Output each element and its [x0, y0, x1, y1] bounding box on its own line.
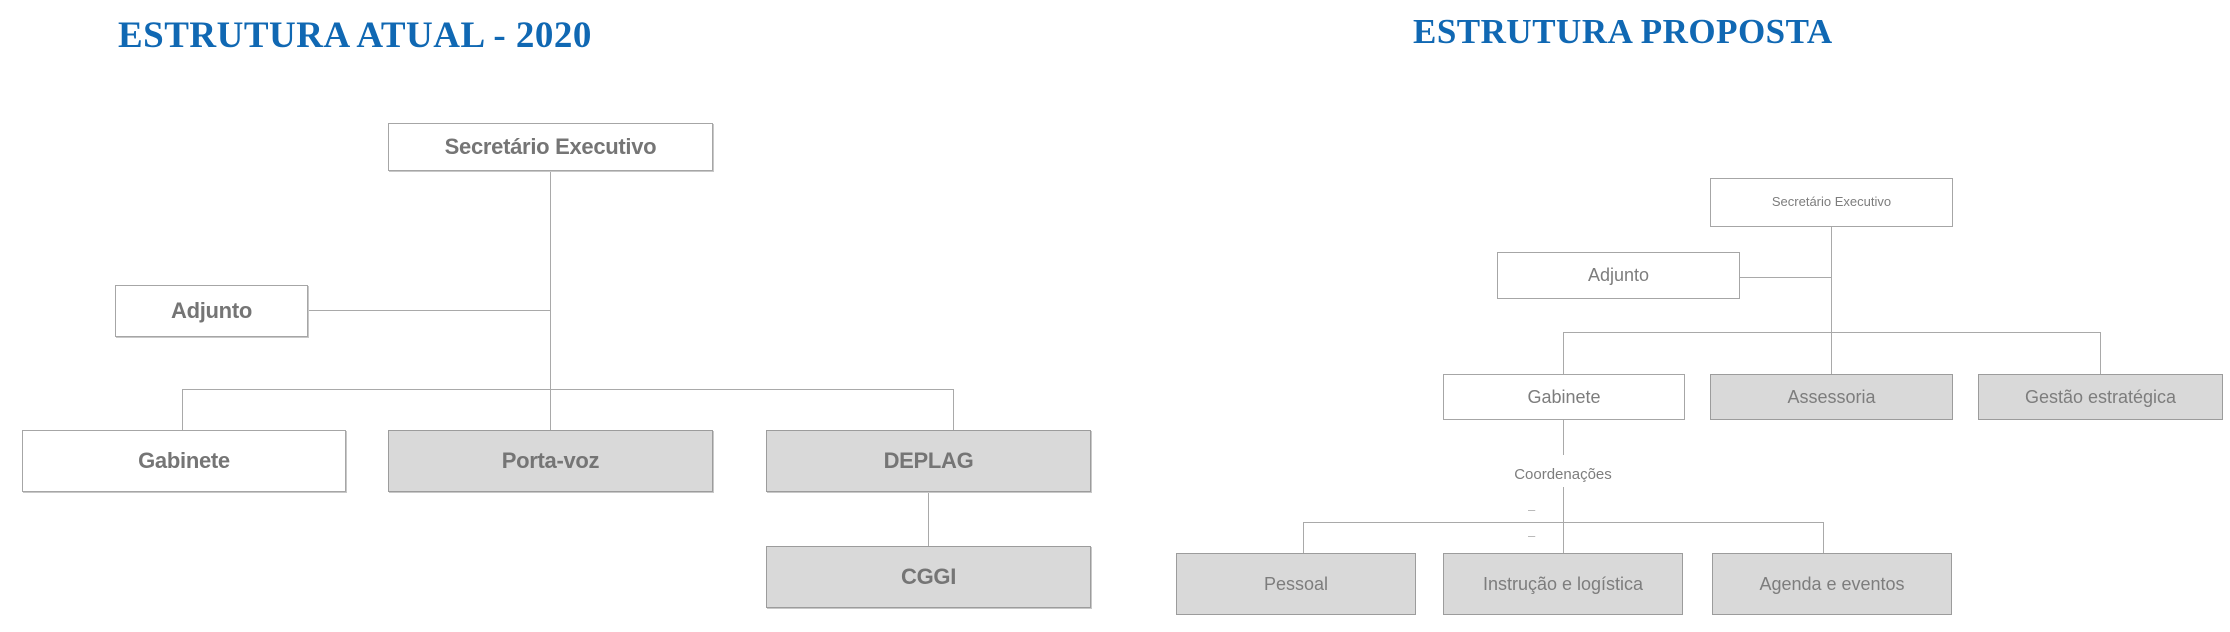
connector-drop-pessoal: [1303, 522, 1304, 553]
chart-title-estrutura-atual: ESTRUTURA ATUAL - 2020: [118, 15, 592, 56]
node-adjunto[interactable]: Adjunto: [115, 285, 308, 337]
connector-drop-porta-voz: [550, 389, 551, 431]
node-assessoria[interactable]: Assessoria: [1710, 374, 1953, 420]
label-coordenacoes: Coordenações: [1514, 466, 1612, 483]
node-label: Instrução e logística: [1482, 573, 1644, 594]
chart-title-estrutura-proposta: ESTRUTURA PROPOSTA: [1413, 12, 1833, 51]
node-label: CGGI: [900, 564, 957, 590]
connector-gabinete-2-stem-lower: [1563, 487, 1564, 553]
node-label: Assessoria: [1787, 386, 1876, 407]
node-secretario-executivo-2[interactable]: Secretário Executivo: [1710, 178, 1953, 227]
node-label: Adjunto: [1587, 265, 1650, 286]
node-label: Agenda e eventos: [1759, 573, 1905, 594]
connector-bottom-bus: [182, 389, 954, 390]
node-porta-voz[interactable]: Porta-voz: [388, 430, 713, 492]
connector-adjunto-link: [308, 310, 551, 311]
node-gabinete-2[interactable]: Gabinete: [1443, 374, 1685, 420]
node-agenda-e-eventos[interactable]: Agenda e eventos: [1712, 553, 1952, 615]
node-label: Gabinete: [138, 448, 230, 474]
node-label: Secretário Executivo: [1771, 194, 1892, 210]
label-dash-tier3: –: [1528, 528, 1536, 543]
connector-drop-deplag: [953, 389, 954, 431]
node-adjunto-2[interactable]: Adjunto: [1497, 252, 1740, 299]
connector-drop-gabinete: [182, 389, 183, 431]
connector-gabinete-2-stem-upper: [1563, 420, 1564, 455]
connector-drop-agenda: [1823, 522, 1824, 553]
node-pessoal[interactable]: Pessoal: [1176, 553, 1416, 615]
connector-sec-exec-2-stem: [1831, 227, 1832, 332]
label-dash-gabinete: –: [1528, 502, 1536, 517]
node-gabinete[interactable]: Gabinete: [22, 430, 346, 492]
node-label: Gabinete: [1527, 386, 1601, 407]
node-label: Gestão estratégica: [2024, 386, 2177, 407]
node-gestao-estrategica[interactable]: Gestão estratégica: [1978, 374, 2223, 420]
connector-deplag-cggi: [928, 492, 929, 546]
node-label: Porta-voz: [501, 448, 600, 474]
connector-adjunto-2-link: [1740, 277, 1832, 278]
connector-drop-gabinete-2: [1563, 332, 1564, 374]
node-label: DEPLAG: [883, 448, 974, 474]
node-instrucao-e-logistica[interactable]: Instrução e logística: [1443, 553, 1683, 615]
node-label: Pessoal: [1263, 573, 1329, 594]
connector-drop-assessoria: [1831, 332, 1832, 374]
node-deplag[interactable]: DEPLAG: [766, 430, 1091, 492]
connector-sec-exec-stem: [550, 170, 551, 389]
node-label: Secretário Executivo: [444, 134, 657, 160]
node-secretario-executivo[interactable]: Secretário Executivo: [388, 123, 713, 171]
connector-drop-instrucao: [1563, 522, 1564, 553]
connector-drop-gestao-estrategica: [2100, 332, 2101, 374]
node-label: Adjunto: [171, 298, 252, 324]
node-cggi[interactable]: CGGI: [766, 546, 1091, 608]
